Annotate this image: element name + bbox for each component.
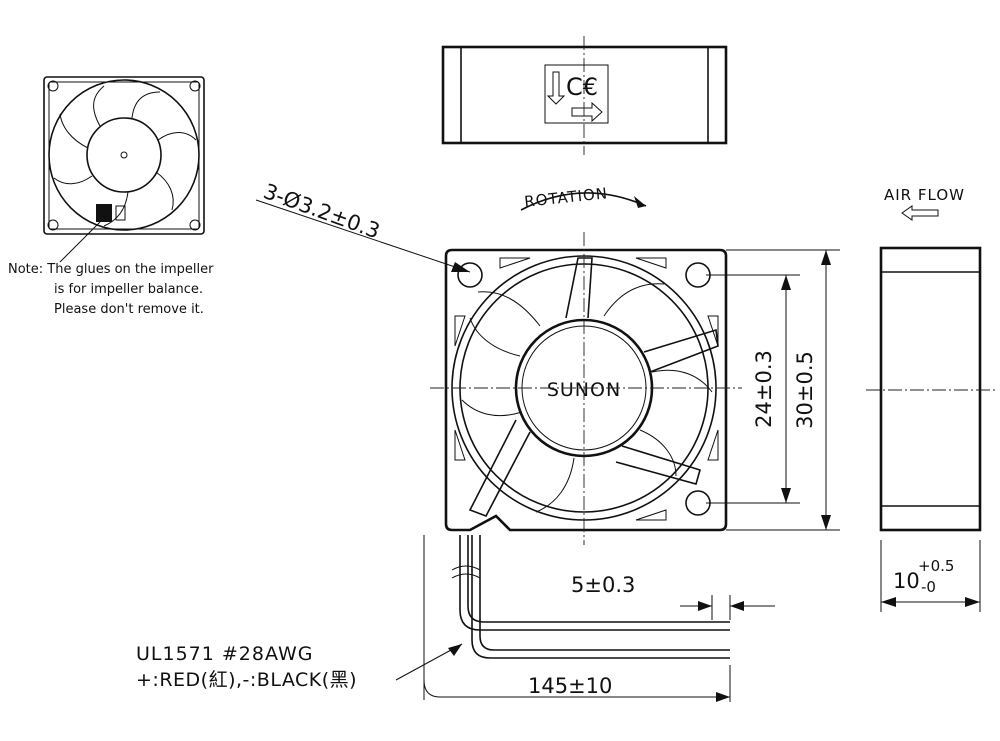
front-view: SUNON (430, 232, 742, 545)
right-side-view: AIR FLOW 10 +0.5 -0 (866, 186, 996, 612)
hole-dimension-text: 3-Ø3.2±0.3 (260, 179, 383, 243)
lead-length-dimension: 145±10 (423, 535, 731, 702)
thickness-upper-text: +0.5 (918, 557, 954, 575)
thickness-base-text: 10 (893, 569, 920, 593)
top-side-view: C€ (441, 36, 728, 155)
hole-spacing-text: 24±0.3 (752, 350, 776, 428)
rotation-label: ROTATION (523, 184, 608, 211)
brand-label: SUNON (547, 379, 621, 401)
wire-spec-text: UL1571 #28AWG (136, 643, 313, 665)
hole-dimension: 3-Ø3.2±0.3 (255, 179, 471, 273)
rear-view-thumbnail (43, 76, 205, 263)
strip-length-dimension: 5±0.3 (571, 573, 775, 620)
air-flow-label: AIR FLOW (884, 186, 965, 204)
note-line-3: Please don't remove it. (54, 302, 204, 317)
vertical-dimensions: 24±0.3 30±0.5 (706, 249, 840, 531)
frame-size-text: 30±0.5 (793, 351, 817, 429)
thickness-lower-text: -0 (921, 578, 936, 596)
note-line-1: Note: The glues on the impeller (8, 262, 214, 277)
wire-spec: UL1571 #28AWG +:RED(紅),-:BLACK(黑) (136, 643, 463, 691)
lead-length-text: 145±10 (528, 674, 612, 698)
strip-length-text: 5±0.3 (571, 573, 635, 597)
lead-wires (451, 535, 730, 659)
wire-polarity-text: +:RED(紅),-:BLACK(黑) (136, 669, 357, 691)
rotation-indicator: ROTATION (520, 184, 647, 211)
glue-note: Note: The glues on the impeller is for i… (8, 262, 214, 317)
note-line-2: is for impeller balance. (54, 282, 203, 297)
ce-mark: C€ (566, 73, 598, 101)
